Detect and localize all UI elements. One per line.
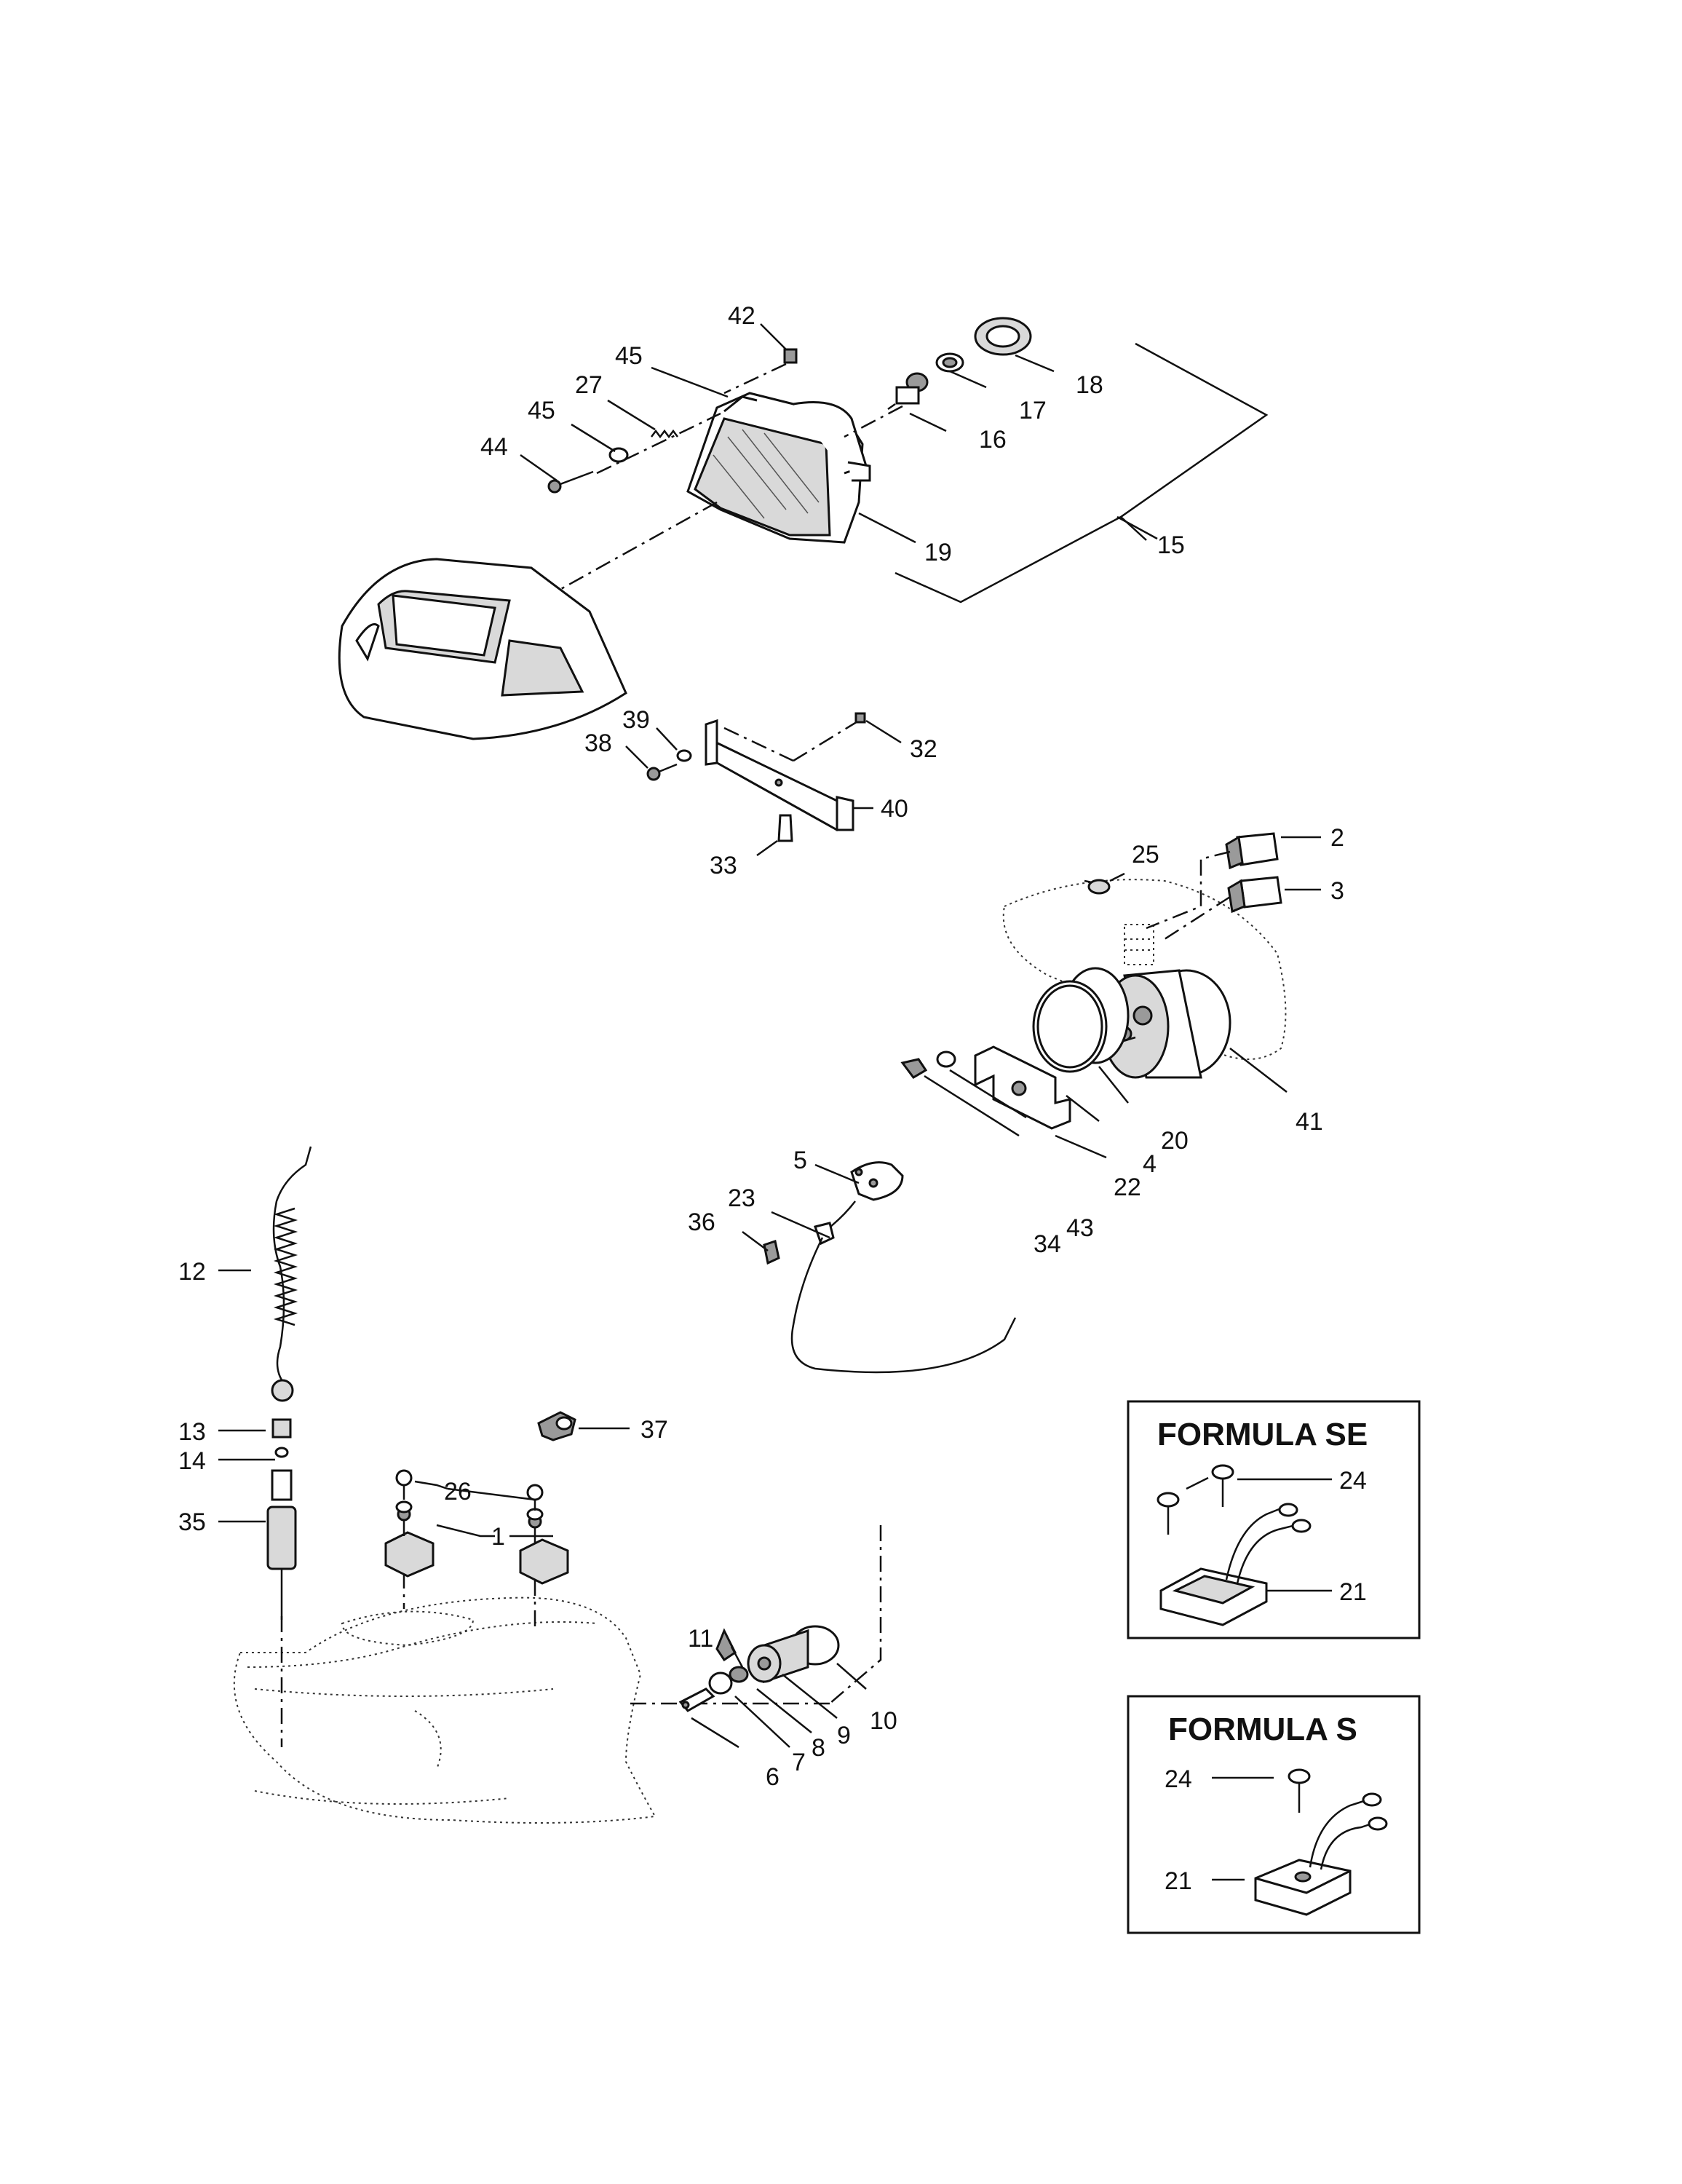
indicator-light xyxy=(1084,879,1111,895)
formula-s-label-21: 21 xyxy=(1165,1867,1192,1895)
headlight-assembly xyxy=(338,317,1269,740)
voltage-regulator-s xyxy=(1254,1792,1388,1916)
callout-36: 36 xyxy=(688,1208,715,1236)
headlight-cap xyxy=(974,317,1032,356)
callout-1: 1 xyxy=(491,1523,505,1551)
callout-9: 9 xyxy=(837,1722,851,1749)
callout-20: 20 xyxy=(1161,1127,1189,1155)
callout-33: 33 xyxy=(710,852,737,879)
callout-14: 14 xyxy=(178,1447,206,1475)
headlight-support-bracket xyxy=(646,712,866,842)
callout-35: 35 xyxy=(178,1508,206,1536)
callout-45b: 45 xyxy=(528,397,555,424)
gauge-mount-bracket xyxy=(974,1045,1071,1130)
callout-43: 43 xyxy=(1066,1214,1094,1242)
lock-washer xyxy=(936,1051,956,1068)
callout-42: 42 xyxy=(728,302,755,330)
grommet-26a xyxy=(395,1469,413,1500)
callout-40: 40 xyxy=(881,795,908,823)
o-ring xyxy=(1032,980,1108,1073)
callout-12: 12 xyxy=(178,1258,206,1286)
leader-lines xyxy=(218,323,1321,1749)
callout-27: 27 xyxy=(575,371,603,399)
switch-upper xyxy=(1225,832,1279,870)
spring-clip xyxy=(783,348,798,364)
formula-se-label-24: 24 xyxy=(1339,1467,1367,1495)
callout-38: 38 xyxy=(584,729,612,757)
callout-16: 16 xyxy=(979,426,1007,454)
voltage-regulator-se xyxy=(1159,1503,1312,1626)
lanyard-washer xyxy=(274,1447,289,1458)
lanyard xyxy=(271,1146,312,1402)
callout-10: 10 xyxy=(870,1707,897,1735)
callout-32: 32 xyxy=(910,735,937,763)
callout-34: 34 xyxy=(1034,1230,1061,1258)
headlight-bulb xyxy=(887,372,929,411)
callout-41: 41 xyxy=(1296,1108,1323,1136)
formula-se-title: FORMULA SE xyxy=(1157,1417,1368,1452)
adjustment-screw xyxy=(547,470,594,494)
callout-6: 6 xyxy=(766,1763,779,1791)
bolt-24-s xyxy=(1288,1768,1311,1813)
formula-s-title: FORMULA S xyxy=(1168,1712,1357,1747)
callout-45a: 45 xyxy=(615,342,643,370)
formula-se-box: FORMULA SE 24 21 xyxy=(1127,1400,1421,1639)
lanyard-cap xyxy=(271,1418,292,1439)
callout-18: 18 xyxy=(1076,371,1103,399)
callout-19: 19 xyxy=(924,539,952,566)
headlight-bezel xyxy=(338,558,627,740)
grommet-26b xyxy=(526,1484,544,1511)
headlight-housing xyxy=(686,392,871,544)
callout-4: 4 xyxy=(1143,1150,1157,1178)
switch-mount-left xyxy=(384,1500,435,1578)
callout-5: 5 xyxy=(793,1147,807,1174)
switch-mount-right xyxy=(519,1508,569,1585)
callout-3: 3 xyxy=(1330,877,1344,905)
callout-11: 11 xyxy=(688,1625,713,1653)
callout-22: 22 xyxy=(1114,1174,1141,1201)
callout-23: 23 xyxy=(728,1184,755,1212)
safety-lanyard-switch xyxy=(266,1469,297,1620)
formula-s-box: FORMULA S 24 21 xyxy=(1127,1695,1421,1934)
callout-13: 13 xyxy=(178,1418,206,1446)
spring xyxy=(651,429,678,439)
callout-37: 37 xyxy=(640,1416,668,1444)
callout-26: 26 xyxy=(444,1478,472,1506)
callout-39: 39 xyxy=(622,706,650,734)
callout-25: 25 xyxy=(1132,841,1159,869)
callout-8: 8 xyxy=(812,1734,825,1762)
harness xyxy=(763,1161,1017,1374)
callout-2: 2 xyxy=(1330,824,1344,852)
formula-s-label-24: 24 xyxy=(1165,1765,1192,1793)
callout-44: 44 xyxy=(480,433,508,461)
switch-lower xyxy=(1227,876,1282,914)
callout-17: 17 xyxy=(1019,397,1047,424)
console-outline xyxy=(1002,879,1287,1060)
hull-deck xyxy=(233,1597,656,1824)
callout-labels: 42 45 27 45 44 18 17 16 19 15 39 38 32 4… xyxy=(178,302,1344,1791)
wing-nut xyxy=(900,1058,928,1079)
bulb-retainer-ring xyxy=(935,352,964,373)
start-stop-switch xyxy=(678,1625,840,1712)
bolt-24-se xyxy=(1157,1464,1234,1535)
formula-se-label-21: 21 xyxy=(1339,1578,1367,1606)
cable-clamp xyxy=(537,1411,576,1441)
callout-15: 15 xyxy=(1157,531,1185,559)
callout-7: 7 xyxy=(792,1749,806,1776)
